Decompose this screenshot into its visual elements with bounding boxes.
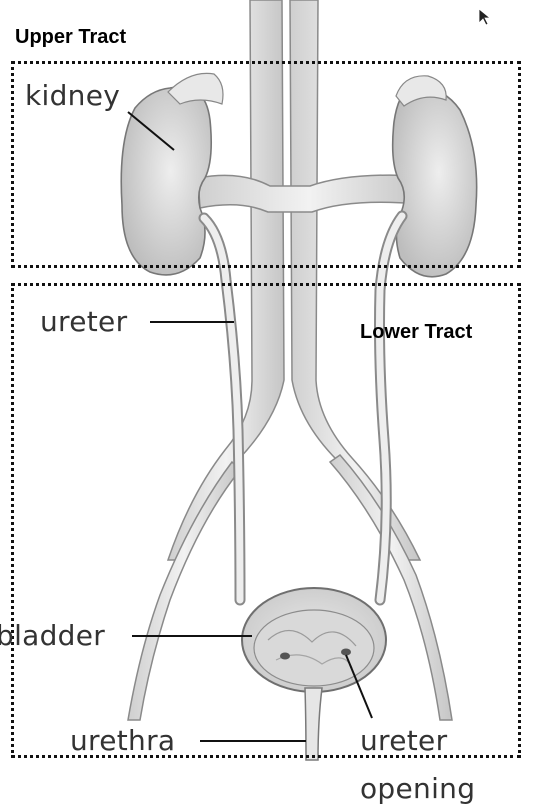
right-adrenal [395,75,447,107]
ureter-opening-label-line2: opening [360,772,476,805]
urethra-label: urethra [70,724,176,757]
kidney-leader [127,111,175,151]
kidney-label: kidney [25,79,121,112]
upper-tract-box [11,61,521,268]
ureter-opening-leader [345,654,373,719]
urethra-shape [304,687,323,761]
ureter-label: ureter [40,305,128,338]
cursor-icon [478,8,492,26]
bladder-label: bladder [0,619,106,652]
upper-tract-title: Upper Tract [15,26,127,48]
iliac-left [127,460,242,721]
left-adrenal [167,72,224,105]
lower-tract-box [11,283,521,758]
ureter-opening-label-line1: ureter [360,724,448,757]
right-kidney-shape [391,86,478,278]
vena-cava [289,0,422,561]
left-kidney-shape [120,86,212,276]
lower-tract-title: Lower Tract [360,321,473,343]
